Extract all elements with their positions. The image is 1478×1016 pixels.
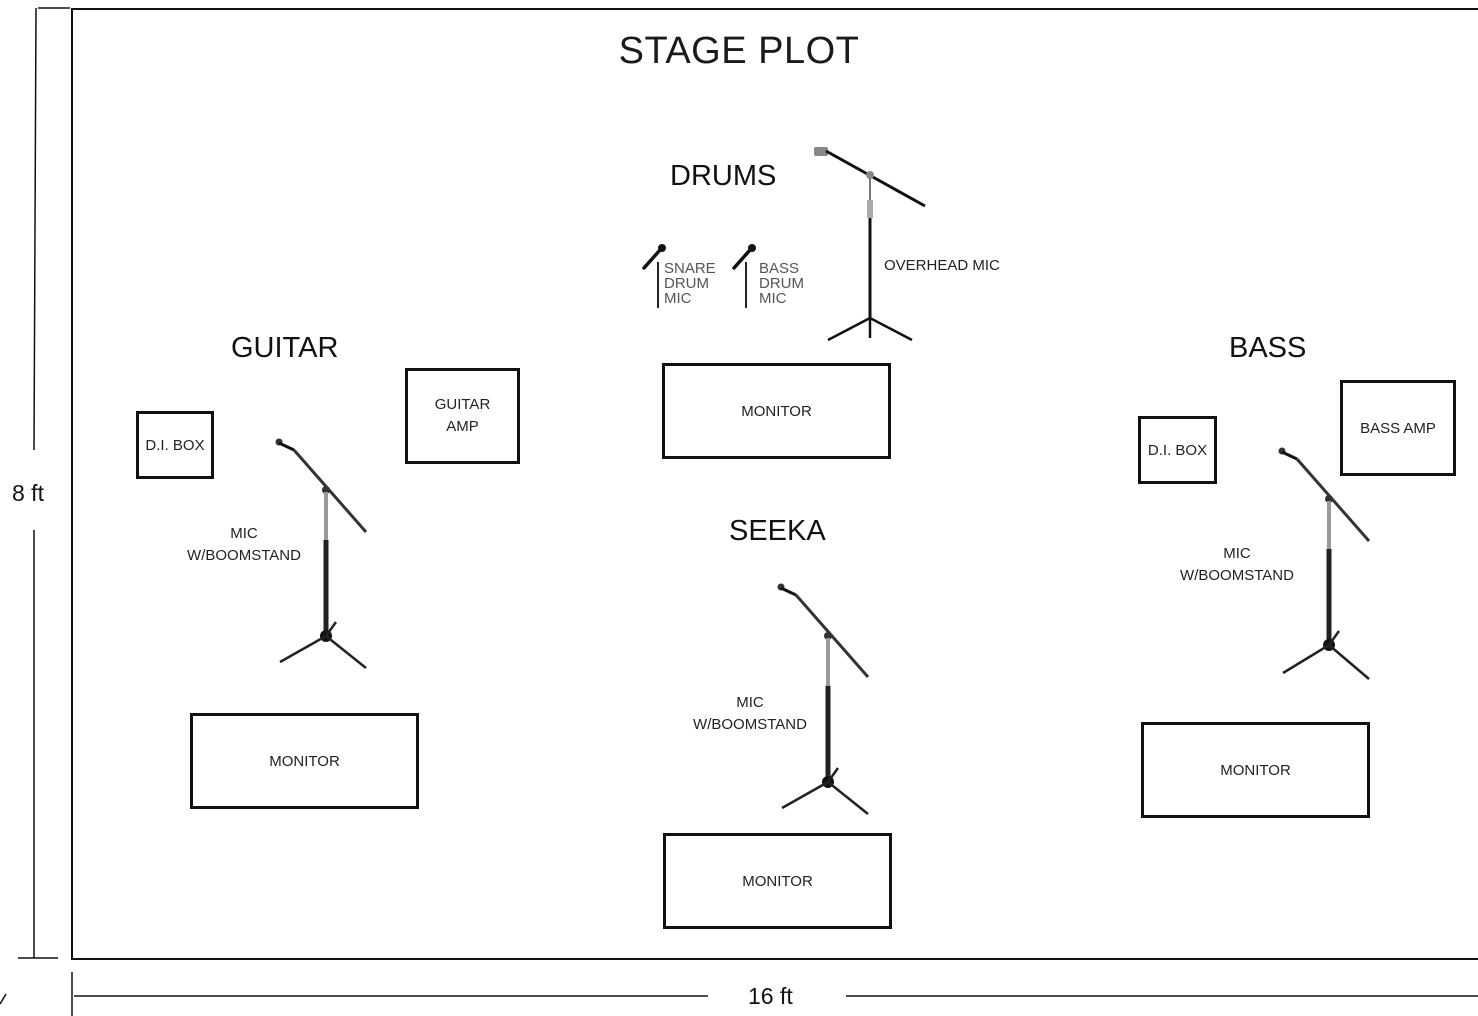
guitar-amp-label: GUITAR AMP xyxy=(434,396,491,435)
section-drums: DRUMS xyxy=(670,160,777,192)
guitar-amp: GUITAR AMP xyxy=(405,368,520,464)
bass-monitor: MONITOR xyxy=(1141,722,1370,818)
bass-drum-mic-icon xyxy=(732,244,756,308)
guitar-boom-mic-stand-icon xyxy=(275,438,368,669)
section-seeka: SEEKA xyxy=(729,515,826,547)
bass-boom-mic-stand-icon xyxy=(1278,447,1371,680)
height-label: 8 ft xyxy=(12,480,44,507)
bass-drum-mic-label: BASS DRUM MIC xyxy=(759,260,804,307)
width-label: 16 ft xyxy=(748,983,793,1010)
section-guitar: GUITAR xyxy=(231,332,339,364)
overhead-mic-stand-icon xyxy=(814,147,926,342)
snare-drum-mic-label: SNARE DRUM MIC xyxy=(664,260,716,307)
seeka-boom-mic-stand-icon xyxy=(777,583,870,815)
bass-mic-label: MIC W/BOOMSTAND xyxy=(1180,545,1294,584)
page-title: STAGE PLOT xyxy=(618,30,860,72)
seeka-monitor: MONITOR xyxy=(663,833,892,929)
snare-drum-mic-icon xyxy=(642,244,666,308)
height-dimension-line xyxy=(0,7,1478,1016)
seeka-mic-label: MIC W/BOOMSTAND xyxy=(693,694,807,733)
guitar-di-box: D.I. BOX xyxy=(136,411,214,479)
bass-amp: BASS AMP xyxy=(1340,380,1456,476)
guitar-mic-label: MIC W/BOOMSTAND xyxy=(187,525,301,564)
section-bass: BASS xyxy=(1229,332,1307,364)
stage-outline xyxy=(71,8,1478,960)
overhead-mic-label: OVERHEAD MIC xyxy=(884,257,1000,274)
guitar-monitor: MONITOR xyxy=(190,713,419,809)
drums-monitor: MONITOR xyxy=(662,363,891,459)
bass-di-box: D.I. BOX xyxy=(1138,416,1217,484)
